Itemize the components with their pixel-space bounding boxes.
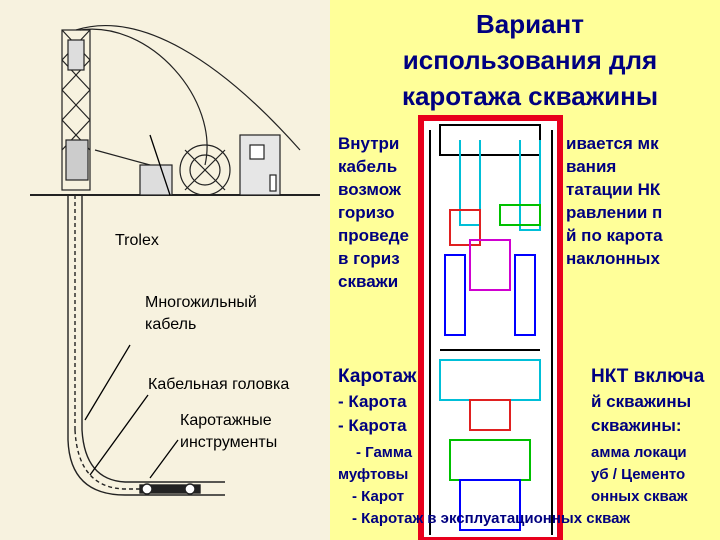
text-line: Каротаж [338,366,417,387]
text-line: уб / Цементо [591,466,686,483]
text-line: онных скваж [591,488,688,505]
text-line: НКТ включа [591,366,705,387]
text-line: - Гамма [356,444,413,461]
label-arrows [84,134,179,479]
text-line: скважи [338,272,399,291]
logging-tools-label: Каротажные инструменты [180,412,278,451]
text-line: возмож [338,180,401,199]
slide-title: Вариант использования для каротажа скваж… [401,9,659,111]
text-line: й скважины [591,392,692,411]
text-line: амма локаци [591,444,687,461]
text-line: й по карота [566,226,663,245]
description-text: Внутри кабель возмож горизо проведе в го… [338,134,720,540]
text-line: татации НК [566,180,661,199]
text-line: ивается мк [566,134,659,153]
downhole-tool-schematic-icon [421,118,560,540]
text-line: кабель [338,157,398,176]
text-line: - Карота [338,416,407,435]
text-line: вания [566,157,617,176]
text-line: - Карот [352,488,405,505]
text-line: горизо [338,203,395,222]
text-line: наклонных [566,249,660,268]
cable-head-label: Кабельная головка [148,376,290,393]
text-line: - Каротаж в эксплуатационных скваж [352,510,631,527]
text-line: - Карота [338,392,407,411]
text-line: муфтовы [338,466,409,483]
text-line: Внутри [338,134,400,153]
trolex-label: Trolex [115,232,159,249]
rig-illustration-panel [0,0,330,540]
wellbore-icon [67,195,225,496]
cable-label: Многожильный кабель [145,294,257,333]
control-cabin-icon [239,134,281,196]
highlight-frame [418,115,563,540]
text-line: проведе [338,226,409,245]
text-line: равлении п [566,203,663,222]
cable-drum-icon [139,144,231,196]
text-line: в гориз [338,249,400,268]
text-line: скважины: [591,416,682,435]
